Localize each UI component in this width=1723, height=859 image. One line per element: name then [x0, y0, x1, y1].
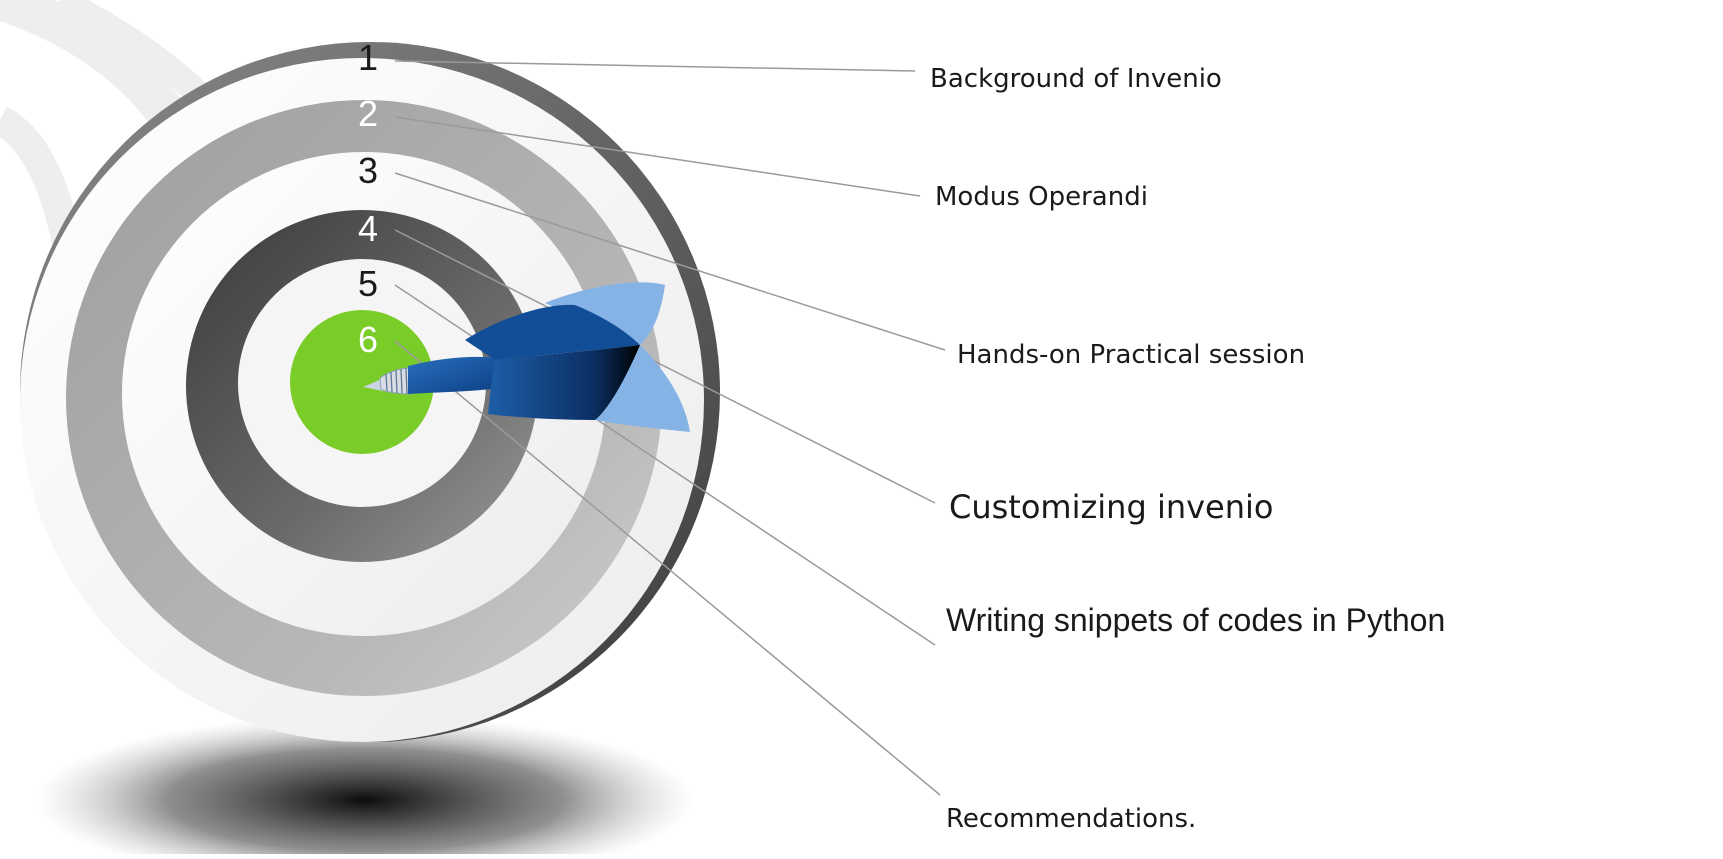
agenda-item-6: Recommendations. — [946, 804, 1197, 834]
target-shadow — [35, 715, 695, 859]
leader-line-1 — [394, 60, 916, 72]
ring-number-4: 4 — [358, 208, 378, 249]
agenda-item-4: Customizing invenio — [949, 488, 1274, 526]
ring-number-2: 2 — [358, 93, 378, 134]
leader-line-4 — [394, 229, 936, 504]
agenda-item-1: Background of Invenio — [930, 64, 1222, 94]
agenda-item-2: Modus Operandi — [935, 182, 1148, 212]
ring-number-3: 3 — [358, 150, 378, 191]
dart-icon — [363, 282, 690, 432]
leader-line-2 — [394, 116, 921, 197]
agenda-item-3: Hands-on Practical session — [957, 340, 1306, 370]
ring-number-1: 1 — [358, 37, 378, 78]
ring-numbers: 1 2 3 4 5 6 — [358, 37, 378, 360]
ring-number-6: 6 — [358, 319, 378, 360]
leader-line-6 — [394, 340, 941, 796]
ring-number-5: 5 — [358, 263, 378, 304]
leader-line-3 — [394, 172, 946, 351]
ring-6-bullseye — [290, 310, 434, 454]
agenda-item-5: Writing snippets of codes in Python — [946, 602, 1446, 638]
